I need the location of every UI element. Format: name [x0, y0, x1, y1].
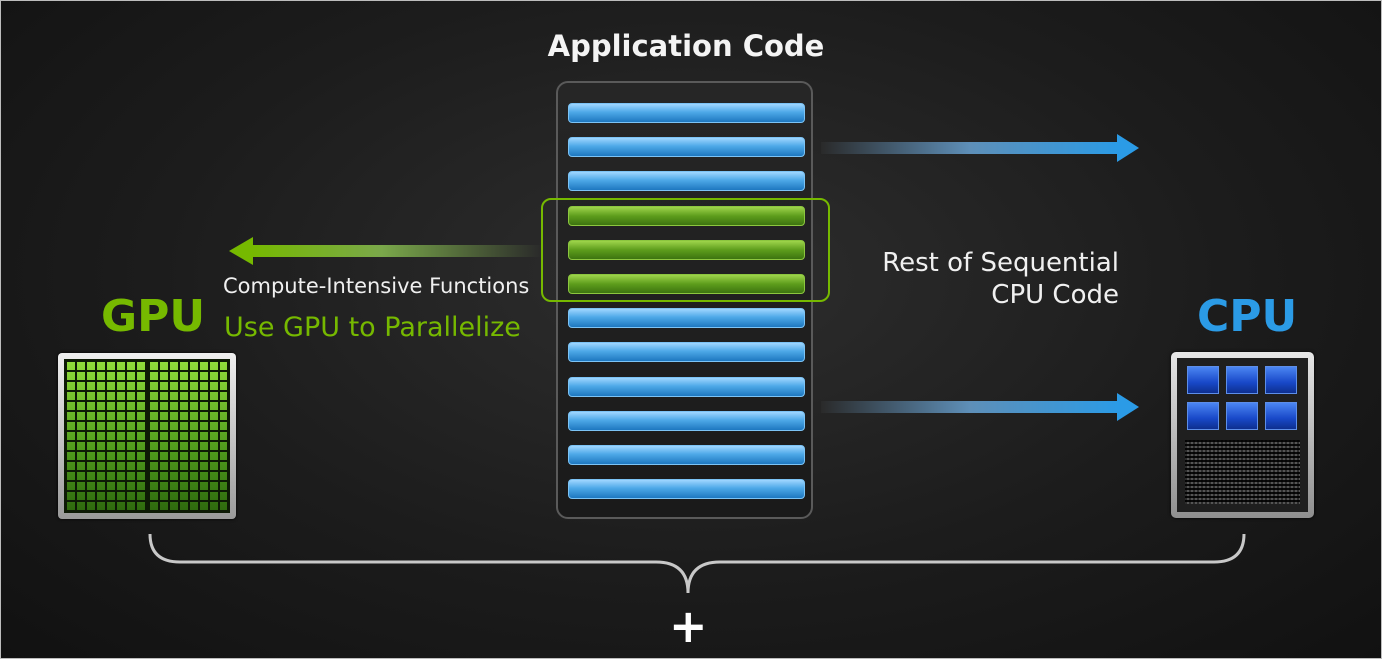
sequential-code-block	[568, 171, 805, 192]
sequential-code-block	[568, 342, 805, 363]
cpu-core	[1265, 366, 1297, 394]
sequential-code-block	[568, 137, 805, 158]
gpu-chip-icon	[58, 353, 236, 519]
parallel-code-block	[568, 205, 805, 226]
gpu-core-grid-right	[149, 362, 227, 510]
cpu-title: CPU	[1197, 291, 1298, 342]
cpu-core	[1265, 402, 1297, 430]
parallel-code-block	[568, 274, 805, 294]
cpu-chip-icon	[1171, 352, 1314, 518]
sequential-code-block	[568, 308, 805, 329]
application-code-title: Application Code	[547, 29, 825, 63]
sequential-code-block	[568, 410, 805, 431]
parallel-section-highlight	[541, 198, 830, 302]
cpu-arrow-bottom	[821, 393, 1139, 421]
combining-brace	[148, 533, 1246, 594]
cpu-core	[1187, 402, 1219, 430]
cpu-core	[1226, 366, 1258, 394]
compute-intensive-label: Compute-Intensive Functions	[223, 274, 530, 298]
gpu-title: GPU	[101, 291, 206, 342]
sequential-code-block	[568, 479, 805, 500]
cpu-arrow-top	[821, 134, 1139, 162]
gpu-arrow	[229, 237, 541, 265]
parallel-code-block	[568, 239, 805, 260]
sequential-code-block	[568, 376, 805, 397]
cpu-cache	[1185, 440, 1300, 504]
sequential-code-label: Rest of Sequential CPU Code	[882, 248, 1119, 310]
parallelize-label: Use GPU to Parallelize	[224, 312, 521, 343]
sequential-code-block	[568, 445, 805, 465]
cpu-core	[1187, 366, 1219, 394]
cpu-core-grid	[1187, 366, 1300, 430]
plus-symbol: +	[669, 599, 708, 653]
gpu-core-grid-left	[67, 362, 145, 510]
sequential-code-block	[568, 103, 805, 123]
cpu-core	[1226, 402, 1258, 430]
